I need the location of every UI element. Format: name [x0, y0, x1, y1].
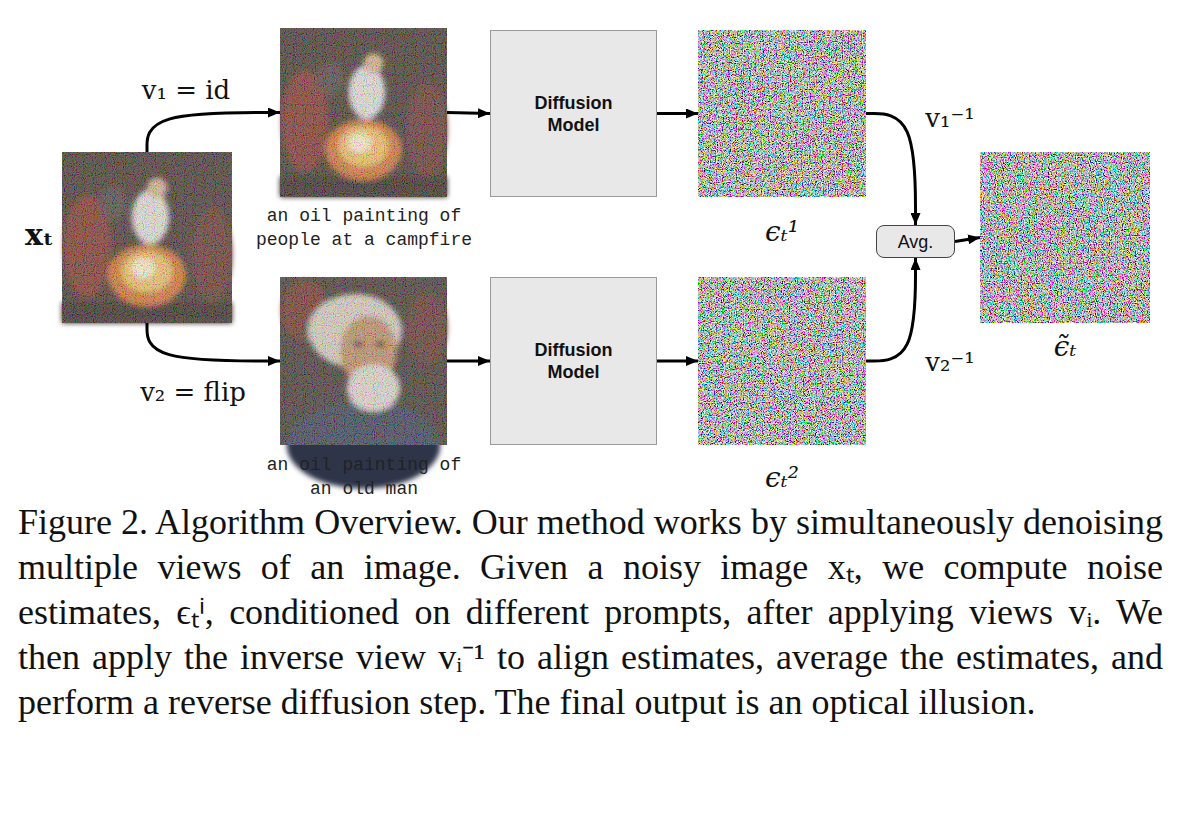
image-noise	[62, 152, 232, 323]
image-caption: ϵₜ¹	[698, 215, 866, 249]
flow-arrow	[657, 360, 698, 363]
noise-image: ϵₜ²	[698, 277, 866, 445]
noise-estimate-image	[698, 277, 866, 445]
flow-arrow	[147, 113, 280, 153]
campfire-painting	[62, 152, 232, 323]
edge-label: v₁ = id	[142, 74, 230, 106]
flow-arrow	[447, 360, 490, 363]
output-image: ϵ̃ₜ	[980, 152, 1150, 323]
image-caption: ϵ̃ₜ	[980, 330, 1150, 364]
campfire-painting	[280, 28, 447, 197]
image-noise	[280, 277, 447, 445]
flow-arrow	[866, 258, 916, 361]
image-label: ϵₜ¹	[698, 215, 866, 249]
view-label: v₁ = id	[142, 74, 230, 106]
view-image: an oil painting of an old man	[280, 277, 447, 445]
image-caption: ϵₜ²	[698, 461, 866, 495]
flow-arrow	[447, 113, 490, 114]
image-caption: an oil painting of an old man	[252, 453, 476, 501]
noise-estimate-image	[698, 30, 866, 197]
image-label: ϵ̃ₜ	[980, 330, 1150, 364]
caption-text: Figure 2. Algorithm Overview. Our method…	[18, 500, 1163, 725]
image-label: ϵₜ²	[698, 461, 866, 495]
box-label: Avg.	[898, 231, 934, 253]
figure-caption: Figure 2. Algorithm Overview. Our method…	[18, 500, 1163, 725]
noise-image: ϵₜ¹	[698, 30, 866, 197]
box-label: Diffusion Model	[514, 92, 634, 136]
averaged-noise-image	[980, 152, 1150, 323]
noisy-input-image	[62, 152, 232, 323]
edge-label: v₁⁻¹	[925, 102, 974, 134]
edge-label: v₂⁻¹	[925, 346, 974, 378]
flow-arrow	[955, 238, 980, 242]
flow-arrow	[657, 112, 698, 115]
model-box: Diffusion Model	[490, 30, 657, 197]
view-label: v₂⁻¹	[925, 346, 974, 378]
image-noise	[280, 28, 447, 197]
model-box: Diffusion Model	[490, 277, 657, 445]
identity-view-image	[280, 28, 447, 197]
view-image: an oil painting of people at a campfire	[280, 28, 447, 197]
image-caption: xₜ	[6, 215, 54, 255]
image-caption: an oil painting of people at a campfire	[252, 204, 476, 252]
box-label: Diffusion Model	[514, 339, 634, 383]
image-label: an oil painting of an old man	[252, 453, 476, 501]
input-image: xₜ	[62, 152, 232, 323]
view-label: v₁⁻¹	[925, 102, 974, 134]
edge-label: v₂ = flip	[140, 376, 246, 408]
flow-arrow	[866, 114, 916, 226]
flow-arrow	[147, 323, 280, 361]
view-label: v₂ = flip	[140, 376, 246, 408]
image-label: xₜ	[6, 215, 54, 255]
image-label: an oil painting of people at a campfire	[252, 204, 476, 252]
average-box: Avg.	[876, 225, 955, 258]
